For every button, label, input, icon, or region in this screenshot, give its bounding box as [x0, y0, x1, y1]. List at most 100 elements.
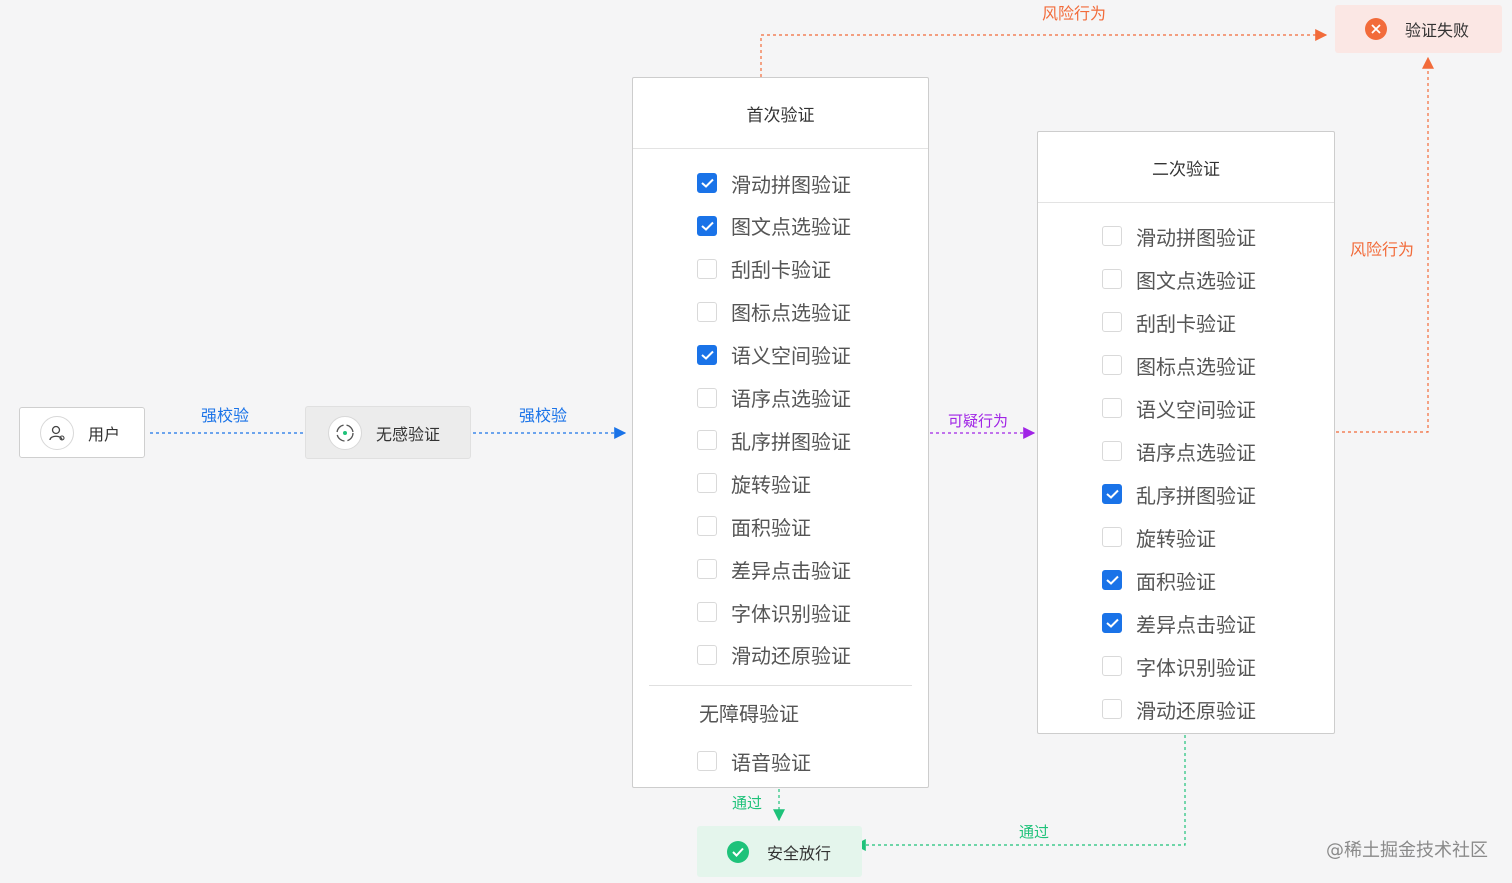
option-label: 差异点击验证	[1136, 612, 1256, 637]
checkbox-unchecked[interactable]	[1102, 441, 1122, 461]
option-label: 面积验证	[1136, 569, 1216, 594]
option-label: 面积验证	[731, 515, 811, 540]
option-label: 刮刮卡验证	[731, 258, 831, 283]
edge-label-strong-check-2: 强校验	[519, 406, 568, 425]
checkbox-unchecked[interactable]	[1102, 226, 1122, 246]
checkbox-checked[interactable]	[1102, 613, 1122, 633]
verification-option[interactable]: 滑动还原验证	[1102, 694, 1256, 724]
watermark: @稀土掘金技术社区	[1326, 840, 1488, 861]
checkbox-unchecked[interactable]	[697, 387, 717, 408]
target-icon	[328, 415, 362, 450]
option-label: 差异点击验证	[731, 558, 851, 583]
verification-option[interactable]: 差异点击验证	[697, 554, 851, 584]
user-label: 用户	[88, 424, 121, 444]
verification-failed-label: 验证失败	[1405, 21, 1470, 40]
panel-divider	[649, 685, 912, 686]
checkbox-unchecked[interactable]	[697, 644, 717, 665]
safe-pass-label: 安全放行	[767, 843, 832, 863]
verification-option[interactable]: 面积验证	[697, 511, 811, 541]
option-label: 乱序拼图验证	[1136, 483, 1256, 508]
checkbox-unchecked[interactable]	[697, 516, 717, 537]
option-label: 语义空间验证	[1136, 397, 1256, 422]
user-icon	[40, 415, 74, 450]
verification-option[interactable]: 滑动拼图验证	[1102, 221, 1256, 251]
verification-option[interactable]: 差异点击验证	[1102, 608, 1256, 638]
checkbox-checked[interactable]	[1102, 570, 1122, 590]
edge-label-pass-2: 通过	[1019, 823, 1050, 841]
option-label: 旋转验证	[731, 472, 811, 497]
checkbox-unchecked[interactable]	[697, 301, 717, 322]
close-icon	[1365, 18, 1387, 40]
verification-option[interactable]: 旋转验证	[697, 468, 811, 498]
verification-option[interactable]: 图文点选验证	[1102, 264, 1256, 294]
option-label: 图标点选验证	[731, 301, 851, 326]
verification-option[interactable]: 刮刮卡验证	[1102, 307, 1236, 337]
option-label: 滑动拼图验证	[731, 172, 851, 197]
checkbox-unchecked[interactable]	[697, 559, 717, 580]
option-label: 滑动拼图验证	[1136, 225, 1256, 250]
second-verification-panel: 二次验证 滑动拼图验证图文点选验证刮刮卡验证图标点选验证语义空间验证语序点选验证…	[1037, 131, 1335, 734]
verification-option[interactable]: 乱序拼图验证	[1102, 479, 1256, 509]
edge-label-pass-1: 通过	[732, 794, 763, 812]
verification-option[interactable]: 图标点选验证	[697, 297, 851, 327]
checkmark-icon	[1105, 489, 1119, 499]
option-label: 语音验证	[731, 750, 811, 775]
option-label: 刮刮卡验证	[1136, 311, 1236, 336]
edge-label-suspicious: 可疑行为	[948, 412, 1009, 430]
checkbox-checked[interactable]	[1102, 484, 1122, 504]
verification-option[interactable]: 乱序拼图验证	[697, 425, 851, 455]
checkmark-icon	[1105, 575, 1119, 585]
verification-option[interactable]: 图文点选验证	[697, 211, 851, 241]
verification-option[interactable]: 语义空间验证	[697, 340, 851, 370]
option-label: 图文点选验证	[731, 215, 851, 240]
option-label: 语义空间验证	[731, 344, 851, 369]
option-label: 图标点选验证	[1136, 354, 1256, 379]
checkbox-unchecked[interactable]	[1102, 527, 1122, 547]
checkbox-unchecked[interactable]	[1102, 312, 1122, 332]
silent-verification-label: 无感验证	[376, 424, 441, 444]
check-icon	[727, 840, 749, 863]
verification-option[interactable]: 语义空间验证	[1102, 393, 1256, 423]
option-label: 字体识别验证	[1136, 655, 1256, 680]
verification-option[interactable]: 语序点选验证	[1102, 436, 1256, 466]
checkbox-unchecked[interactable]	[1102, 656, 1122, 676]
option-label: 乱序拼图验证	[731, 429, 851, 454]
first-verification-title: 首次验证	[633, 78, 928, 149]
verification-option[interactable]: 旋转验证	[1102, 522, 1216, 552]
safe-pass-node: 安全放行	[697, 826, 862, 877]
verification-option[interactable]: 滑动还原验证	[697, 640, 851, 670]
second-verification-title: 二次验证	[1038, 132, 1334, 203]
checkmark-icon	[700, 178, 714, 188]
checkbox-checked[interactable]	[697, 215, 717, 236]
checkmark-icon	[1105, 618, 1119, 628]
verification-option[interactable]: 图标点选验证	[1102, 350, 1256, 380]
checkbox-unchecked[interactable]	[697, 258, 717, 279]
verification-option[interactable]: 字体识别验证	[697, 597, 851, 627]
option-label: 滑动还原验证	[1136, 698, 1256, 723]
verification-failed-node: 验证失败	[1335, 5, 1502, 53]
option-label: 语序点选验证	[731, 387, 851, 411]
checkbox-unchecked[interactable]	[1102, 355, 1122, 375]
checkbox-checked[interactable]	[697, 173, 717, 193]
checkbox-unchecked[interactable]	[697, 430, 717, 451]
verification-option[interactable]: 字体识别验证	[1102, 651, 1256, 681]
checkbox-unchecked[interactable]	[697, 602, 717, 622]
option-label: 语序点选验证	[1136, 440, 1256, 465]
option-label: 字体识别验证	[731, 601, 851, 626]
checkbox-unchecked[interactable]	[697, 751, 717, 771]
edge-label-strong-check-1: 强校验	[201, 406, 250, 425]
verification-option[interactable]: 滑动拼图验证	[697, 168, 851, 198]
verification-option[interactable]: 刮刮卡验证	[697, 254, 831, 284]
accessible-verification-title: 无障碍验证	[699, 702, 799, 726]
checkbox-unchecked[interactable]	[697, 473, 717, 494]
checkbox-unchecked[interactable]	[1102, 398, 1122, 418]
checkbox-unchecked[interactable]	[1102, 699, 1122, 719]
verification-option[interactable]: 语序点选验证	[697, 383, 851, 413]
verification-option[interactable]: 面积验证	[1102, 565, 1216, 595]
edge-first-fail	[760, 29, 1328, 77]
checkbox-checked[interactable]	[697, 344, 717, 365]
checkbox-unchecked[interactable]	[1102, 269, 1122, 289]
user-node: 用户	[19, 407, 145, 458]
verification-option[interactable]: 语音验证	[697, 746, 811, 776]
